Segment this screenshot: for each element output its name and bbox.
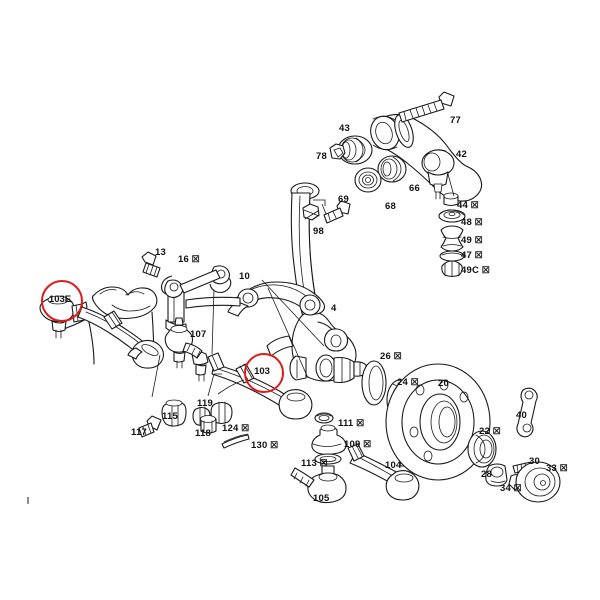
part-label-box-icon: ☒	[556, 463, 568, 473]
part-label-111: 111 ☒	[338, 418, 365, 429]
part-label-44: 44 ☒	[457, 200, 479, 211]
part-label-box-icon: ☒	[489, 426, 501, 436]
part-label-49: 49 ☒	[461, 235, 483, 246]
right-tie-rod-104-group	[347, 443, 420, 501]
part-label-69: 69	[338, 194, 349, 205]
highlight-label-103E: 103E	[48, 294, 72, 305]
part-label-28: 28	[481, 469, 492, 480]
part-label-box-icon: ☒	[510, 483, 522, 493]
part-label-49C: 49C ☒	[461, 265, 491, 276]
bottom-left-hardware-group	[138, 373, 250, 449]
part-label-130: 130 ☒	[251, 440, 279, 451]
part-label-47: 47 ☒	[461, 250, 483, 261]
highlight-circle-103E[interactable]	[41, 280, 83, 322]
part-label-107: 107	[190, 329, 207, 340]
brake-disc-hub-group	[361, 360, 497, 481]
part-label-78: 78	[316, 151, 327, 162]
part-label-42: 42	[456, 149, 467, 160]
part-label-24: 24 ☒	[397, 377, 419, 388]
part-label-box-icon: ☒	[353, 418, 365, 428]
part-label-98: 98	[313, 226, 324, 237]
part-label-box-icon: ☒	[479, 265, 491, 275]
idler-arm-group	[164, 317, 203, 369]
part-label-30: 30	[529, 456, 540, 467]
part-label-113: 113 ☒	[301, 458, 328, 469]
upper-wishbone-group	[227, 281, 326, 317]
part-label-box-icon: ☒	[471, 250, 483, 260]
part-label-105: 105	[313, 493, 330, 504]
part-label-66: 66	[409, 183, 420, 194]
lower-ball-joint-stack-group	[290, 412, 347, 504]
part-label-40: 40	[516, 410, 527, 421]
bolt-13-and-link-16-group	[141, 251, 232, 299]
part-label-box-icon: ☒	[316, 458, 328, 468]
part-label-box-icon: ☒	[360, 439, 372, 449]
part-label-48: 48 ☒	[461, 217, 483, 228]
part-label-115: 115	[162, 411, 178, 422]
part-label-box-icon: ☒	[390, 351, 402, 361]
part-label-box-icon: ☒	[471, 217, 483, 227]
part-label-box-icon: ☒	[471, 235, 483, 245]
part-label-22: 22 ☒	[479, 426, 501, 437]
part-label-box-icon: ☒	[188, 254, 200, 264]
part-label-box-icon: ☒	[238, 423, 250, 433]
scan-artifact-speck	[27, 497, 29, 504]
part-label-26: 26 ☒	[380, 351, 402, 362]
part-label-4: 4	[331, 303, 337, 314]
part-label-118: 118	[195, 428, 211, 439]
part-label-119: 119	[197, 398, 213, 409]
part-label-104: 104	[385, 460, 402, 471]
part-label-34: 34 ☒	[500, 483, 522, 494]
part-label-13: 13	[155, 247, 166, 258]
part-label-box-icon: ☒	[267, 440, 279, 450]
spring-seat-stack-group	[438, 192, 466, 278]
upper-control-arm-group	[323, 91, 483, 224]
right-hardware-group	[485, 387, 561, 503]
part-label-33: 33 ☒	[546, 463, 568, 474]
highlight-circle-103[interactable]	[244, 353, 284, 393]
part-label-43: 43	[339, 123, 350, 134]
part-label-77: 77	[450, 115, 461, 126]
leader-lines-group	[151, 173, 455, 398]
part-label-124: 124 ☒	[222, 423, 250, 434]
part-label-box-icon: ☒	[407, 377, 419, 387]
part-label-10: 10	[239, 271, 250, 282]
part-label-117: 117	[131, 427, 147, 438]
highlight-label-103: 103	[254, 366, 270, 377]
part-label-16: 16 ☒	[178, 254, 200, 265]
part-label-109: 109 ☒	[344, 439, 372, 450]
part-label-box-icon: ☒	[467, 200, 479, 210]
part-label-20: 20	[438, 378, 449, 389]
part-label-68: 68	[385, 201, 396, 212]
steering-knuckle-group	[266, 311, 367, 384]
